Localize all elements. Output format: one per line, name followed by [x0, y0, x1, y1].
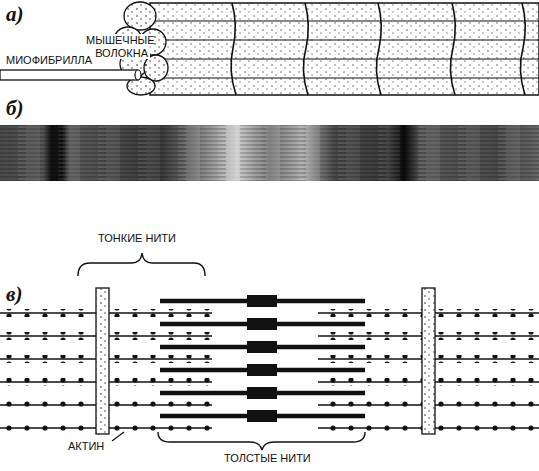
part-label: МИОФИБРИЛЛА: [4, 54, 94, 67]
panel-letter: б): [4, 96, 25, 120]
part-label: АКТИН: [66, 440, 106, 453]
panel-letter: а): [4, 2, 26, 26]
part-label: ТОЛСТЫЕ НИТИ: [222, 452, 313, 465]
part-label: ТОНКИЕ НИТИ: [96, 232, 178, 245]
panel-letter: в): [4, 282, 24, 306]
